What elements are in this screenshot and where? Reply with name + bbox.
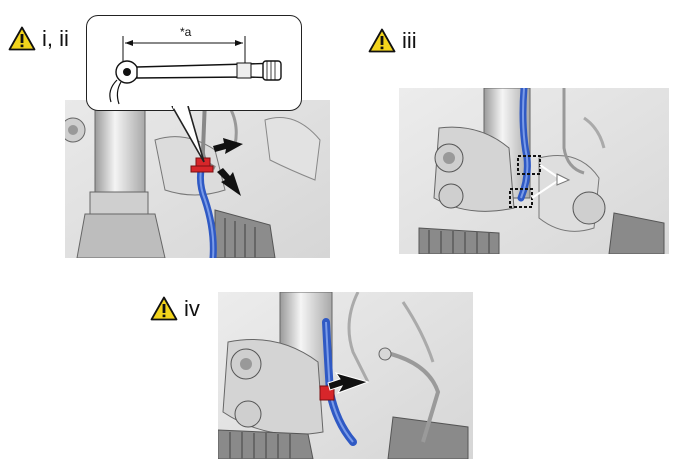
step-label-iii: iii — [368, 28, 417, 53]
warning-icon — [150, 296, 178, 321]
step-label-text: iii — [402, 27, 417, 53]
warning-icon — [8, 26, 36, 51]
warning-icon — [368, 28, 396, 53]
torque-wrench-callout: *a — [86, 15, 302, 111]
dimension-label: *a — [180, 25, 192, 39]
torque-wrench-drawing — [109, 36, 282, 105]
step-label-i-ii: i, ii — [8, 26, 69, 51]
step-label-text: i, ii — [42, 25, 69, 51]
pointer-arrow-icon — [217, 168, 241, 196]
pointer-arrow-icon — [213, 138, 243, 154]
callout-pointer — [171, 106, 205, 163]
step-label-text: iv — [184, 295, 200, 321]
step-label-iv: iv — [150, 296, 200, 321]
illustration-panel-iv — [218, 292, 473, 459]
illustration-panel-i-ii — [65, 100, 330, 258]
illustration-panel-iii — [399, 88, 669, 254]
pointer-arrow-icon — [327, 372, 370, 394]
